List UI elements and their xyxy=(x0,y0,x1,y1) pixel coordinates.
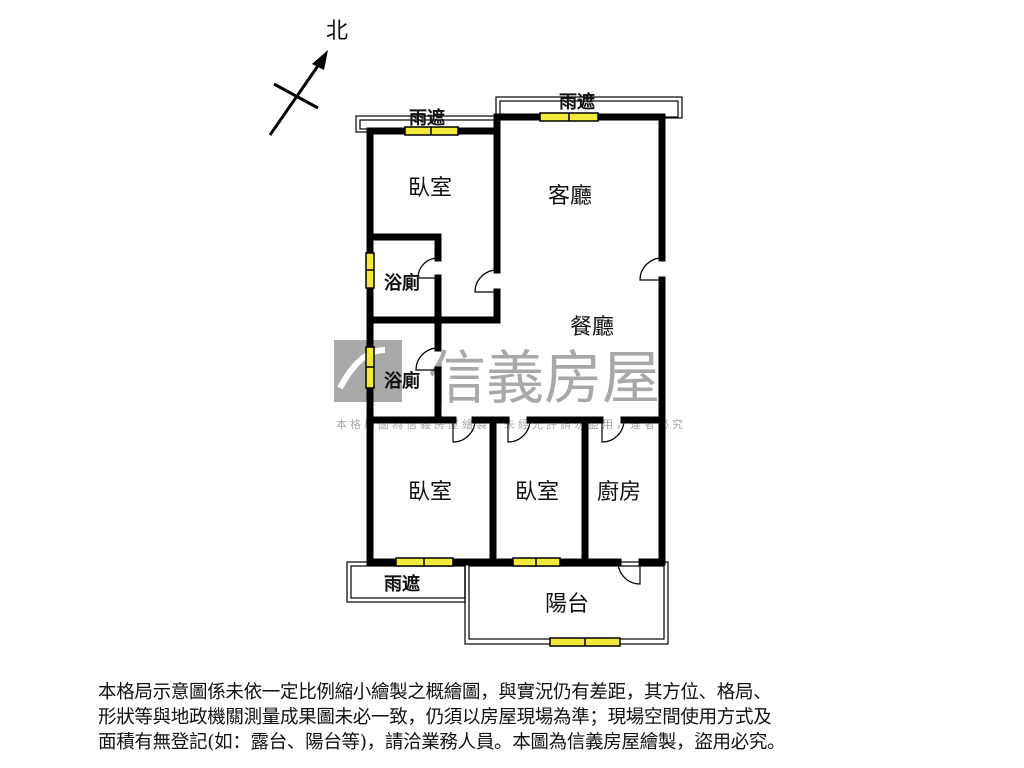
room-bedroom-bottom-left: 臥室 xyxy=(408,480,452,505)
disclaimer-line: 面積有無登記(如：露台、陽台等)，請洽業務人員。本圖為信義房屋繪製，盜用必究。 xyxy=(98,732,786,753)
door-icon xyxy=(474,269,498,293)
awning-bottom-left: 雨遮 xyxy=(384,573,420,595)
room-balcony: 陽台 xyxy=(545,592,589,617)
awning-top-left: 雨遮 xyxy=(409,107,445,129)
room-bathroom-2: 浴廁 xyxy=(384,370,420,392)
door-icon xyxy=(617,561,641,585)
room-kitchen: 廚房 xyxy=(597,480,641,505)
room-bedroom-bottom-middle: 臥室 xyxy=(515,480,559,505)
door-icon xyxy=(639,257,663,281)
windows xyxy=(365,112,621,647)
disclaimer-line: 本格局示意圖係未依一定比例縮小繪製之概繪圖，與實況仍有差距，其方位、格局、 xyxy=(98,682,772,703)
door-icon xyxy=(417,257,439,279)
north-label: 北 xyxy=(326,19,348,44)
disclaimer-line: 形狀等與地政機關測量成果圖未必一致，仍須以房屋現場為準；現場空間使用方式及 xyxy=(98,707,772,728)
awning-top-right: 雨遮 xyxy=(559,91,595,113)
door-icon xyxy=(415,347,439,371)
north-arrow-icon xyxy=(268,50,328,136)
room-bathroom-1: 浴廁 xyxy=(384,272,420,294)
room-bedroom-top: 臥室 xyxy=(408,176,452,201)
door-icon xyxy=(601,419,625,443)
watermark-brand: 信義房屋 xyxy=(428,344,660,412)
disclaimer: 本格局示意圖係未依一定比例縮小繪製之概繪圖，與實況仍有差距，其方位、格局、 形狀… xyxy=(98,680,938,755)
door-icon xyxy=(452,419,476,443)
room-dining-room: 餐廳 xyxy=(570,315,614,340)
watermark: 信義房屋 本格局圖為信義房屋繪製，未經允許請勿盜用，違者必究 xyxy=(334,340,683,431)
door-icon xyxy=(507,419,531,443)
doors xyxy=(415,257,663,585)
room-living-room: 客廳 xyxy=(548,184,592,209)
